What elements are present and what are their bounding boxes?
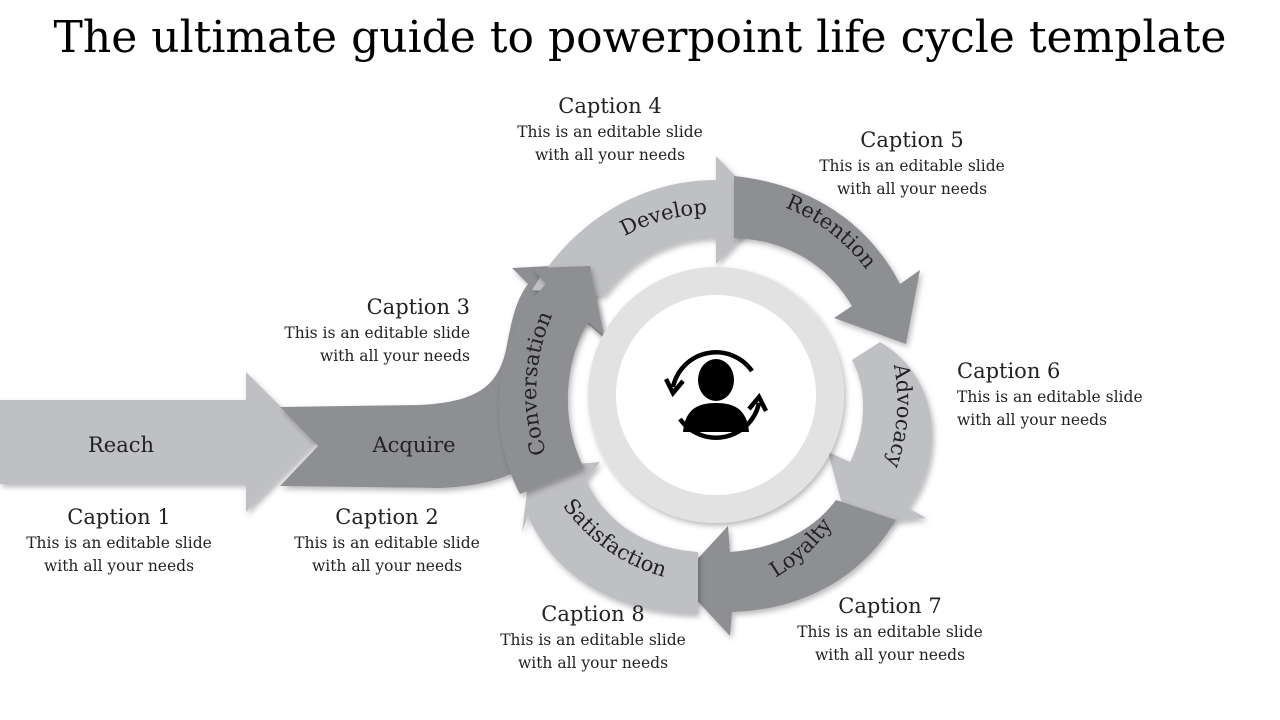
caption-text-line: with all your needs (836, 180, 988, 198)
caption-text-line: This is an editable slide (284, 324, 470, 342)
user-cycle-icon (663, 350, 769, 440)
conversation-arrow (498, 266, 604, 494)
reach-arrow (0, 372, 316, 512)
caption-text-line: with all your needs (534, 146, 686, 164)
caption-text-line: with all your needs (957, 411, 1108, 429)
retention-arrow (734, 176, 920, 344)
caption-text-line: This is an editable slide (517, 123, 703, 141)
caption-2: Caption 2 This is an editable slide with… (287, 502, 487, 578)
caption-title: Caption 2 (335, 505, 439, 529)
caption-text-line: This is an editable slide (819, 157, 1005, 175)
satisfaction-arrow (522, 462, 698, 614)
loyalty-arrow (678, 500, 896, 636)
stage-label-acquire: Acquire (371, 433, 455, 457)
caption-title: Caption 4 (558, 94, 662, 118)
caption-text-line: with all your needs (43, 557, 195, 575)
caption-title: Caption 6 (957, 359, 1061, 383)
caption-3: Caption 3 This is an editable slide with… (270, 292, 470, 368)
develop-arrow (532, 156, 768, 296)
caption-text-line: with all your needs (814, 646, 966, 664)
caption-8: Caption 8 This is an editable slide with… (493, 599, 693, 675)
caption-title: Caption 8 (541, 602, 645, 626)
caption-text-line: This is an editable slide (500, 631, 686, 649)
caption-text-line: This is an editable slide (26, 534, 212, 552)
page-title: The ultimate guide to powerpoint life cy… (53, 12, 1227, 63)
stage-label-reach: Reach (88, 433, 154, 457)
caption-text-line: This is an editable slide (957, 388, 1143, 406)
caption-1: Caption 1 This is an editable slide with… (19, 502, 219, 578)
caption-5: Caption 5 This is an editable slide with… (812, 125, 1012, 201)
caption-title: Caption 3 (366, 295, 470, 319)
caption-text-line: with all your needs (319, 347, 470, 365)
advocacy-arrow (828, 342, 933, 526)
caption-title: Caption 5 (860, 128, 964, 152)
caption-6: Caption 6 This is an editable slide with… (957, 356, 1157, 432)
caption-text-line: with all your needs (517, 654, 669, 672)
caption-7: Caption 7 This is an editable slide with… (790, 591, 990, 667)
caption-text-line: This is an editable slide (797, 623, 983, 641)
caption-title: Caption 1 (67, 505, 171, 529)
caption-title: Caption 7 (838, 594, 942, 618)
caption-text-line: with all your needs (311, 557, 463, 575)
caption-text-line: This is an editable slide (294, 534, 480, 552)
caption-4: Caption 4 This is an editable slide with… (510, 91, 710, 167)
